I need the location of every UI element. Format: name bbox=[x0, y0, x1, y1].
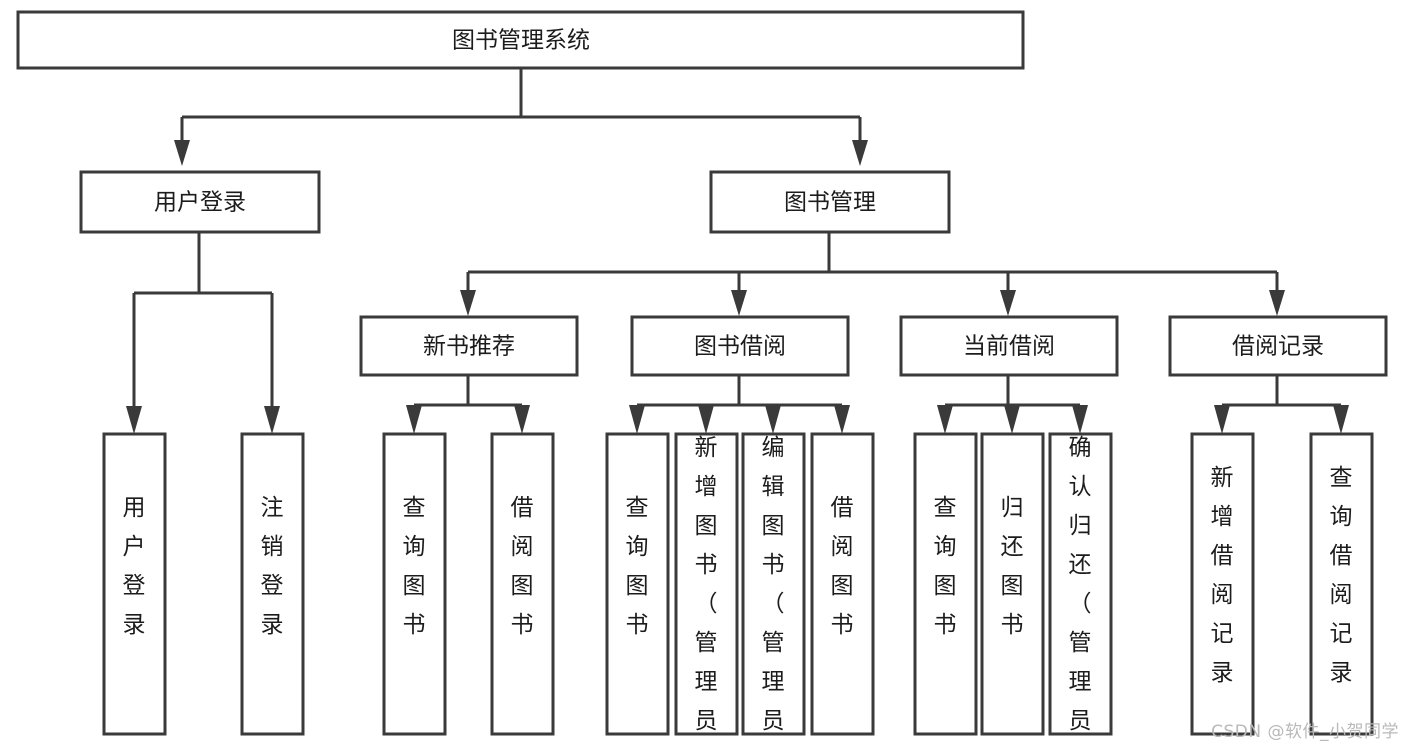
node-root[interactable]: 图书管理系统 bbox=[16, 10, 1025, 70]
arrow-head-user-login bbox=[174, 140, 190, 166]
leaf-cb-return-book-label: 归还图书 bbox=[1001, 495, 1024, 638]
arrow-head-leaf-user-login bbox=[126, 406, 142, 434]
edges-current-borrow-to-leaves bbox=[937, 375, 1088, 434]
leaf-node[interactable]: 借阅图书 bbox=[490, 432, 555, 736]
leaf-user-login-box[interactable] bbox=[102, 432, 167, 736]
leaf-node[interactable]: 新增借阅记录 bbox=[1190, 432, 1255, 736]
node-borrow-record[interactable]: 借阅记录 bbox=[1168, 315, 1388, 377]
node-current-borrow-box[interactable] bbox=[899, 315, 1119, 377]
leaf-bb-add-book-box[interactable] bbox=[674, 432, 739, 736]
arrow-head-cb-leaf-1 bbox=[937, 405, 953, 434]
arrow-head-cb-leaf-3 bbox=[1072, 405, 1088, 434]
leaf-node[interactable]: 查询借阅记录 bbox=[1309, 432, 1374, 736]
leaf-bb-edit-book-box[interactable] bbox=[741, 432, 806, 736]
leaf-node[interactable]: 借阅图书 bbox=[810, 432, 875, 736]
node-user-login-label: 用户登录 bbox=[154, 190, 246, 216]
leaf-br-add-record-label: 新增借阅记录 bbox=[1211, 465, 1234, 686]
leaf-cb-confirm-return-label: 确认归还（管理员） bbox=[1069, 435, 1092, 747]
node-current-borrow-label: 当前借阅 bbox=[963, 334, 1055, 360]
arrow-head-book-manage bbox=[852, 140, 868, 166]
arrow-head-br-leaf-2 bbox=[1333, 405, 1349, 434]
arrow-head-new-book bbox=[460, 290, 476, 316]
node-book-borrow-label: 图书借阅 bbox=[694, 334, 786, 360]
node-borrow-record-box[interactable] bbox=[1168, 315, 1388, 377]
node-user-login[interactable]: 用户登录 bbox=[79, 170, 321, 234]
arrow-head-bb-leaf-3 bbox=[765, 405, 781, 434]
leaf-bb-borrow-book-label: 借阅图书 bbox=[831, 495, 854, 638]
node-user-login-box[interactable] bbox=[79, 170, 321, 234]
leaf-cb-query-book-box[interactable] bbox=[913, 432, 978, 736]
leaf-node[interactable]: 查询图书 bbox=[913, 432, 978, 736]
leaf-bb-add-book-label: 新增图书（管理员） bbox=[695, 435, 718, 747]
leaf-node[interactable]: 用户登录 bbox=[102, 432, 167, 736]
arrow-head-bb-leaf-4 bbox=[834, 405, 850, 434]
leaf-br-add-record-box[interactable] bbox=[1190, 432, 1255, 736]
arrow-head-book-borrow bbox=[731, 290, 747, 316]
node-new-book-recommend-box[interactable] bbox=[359, 315, 579, 377]
node-new-book-recommend[interactable]: 新书推荐 bbox=[359, 315, 579, 377]
leaf-node[interactable]: 确认归还（管理员） bbox=[1048, 432, 1113, 747]
leaf-nb-borrow-book-box[interactable] bbox=[490, 432, 555, 736]
leaf-bb-query-book-label: 查询图书 bbox=[626, 495, 649, 638]
leaf-node[interactable]: 编辑图书（管理员） bbox=[741, 432, 806, 747]
leaf-nb-query-book-label: 查询图书 bbox=[403, 495, 426, 638]
edges-book-borrow-to-leaves bbox=[629, 375, 850, 434]
node-borrow-record-label: 借阅记录 bbox=[1232, 334, 1324, 360]
edges-root-to-level2 bbox=[174, 68, 868, 166]
leaf-cb-return-book-box[interactable] bbox=[980, 432, 1045, 736]
node-new-book-recommend-label: 新书推荐 bbox=[423, 334, 515, 360]
leaf-node[interactable]: 新增图书（管理员） bbox=[674, 432, 739, 747]
leaf-node[interactable]: 查询图书 bbox=[605, 432, 670, 736]
arrow-head-borrow-record bbox=[1269, 290, 1285, 316]
edges-book-manage-to-level3 bbox=[460, 232, 1285, 316]
arrow-head-nb-leaf-1 bbox=[406, 405, 422, 434]
node-book-manage-box[interactable] bbox=[709, 170, 951, 234]
arrow-head-bb-leaf-2 bbox=[698, 405, 714, 434]
leaf-user-login-label: 用户登录 bbox=[123, 495, 146, 638]
arrow-head-bb-leaf-1 bbox=[629, 405, 645, 434]
arrow-head-br-leaf-1 bbox=[1214, 405, 1230, 434]
node-current-borrow[interactable]: 当前借阅 bbox=[899, 315, 1119, 377]
leaf-br-query-record-box[interactable] bbox=[1309, 432, 1374, 736]
arrow-head-cb-leaf-2 bbox=[1004, 405, 1020, 434]
edges-borrow-record-to-leaves bbox=[1214, 375, 1349, 434]
leaf-nb-query-book-box[interactable] bbox=[382, 432, 447, 736]
arrow-head-leaf-logout bbox=[264, 406, 280, 434]
leaf-bb-edit-book-label: 编辑图书（管理员） bbox=[762, 435, 785, 747]
node-root-box[interactable] bbox=[16, 10, 1025, 70]
node-book-borrow-box[interactable] bbox=[630, 315, 850, 377]
leaf-node[interactable]: 查询图书 bbox=[382, 432, 447, 736]
csdn-watermark: CSDN @软件_小贺同学 bbox=[1211, 722, 1399, 742]
edges-new-book-to-leaves bbox=[406, 375, 530, 434]
leaf-logout-label: 注销登录 bbox=[261, 495, 284, 638]
leaf-node[interactable]: 注销登录 bbox=[240, 432, 305, 736]
leaf-logout-box[interactable] bbox=[240, 432, 305, 736]
edges-user-login-to-leaves bbox=[126, 232, 280, 434]
leaf-nb-borrow-book-label: 借阅图书 bbox=[511, 495, 534, 638]
node-book-manage[interactable]: 图书管理 bbox=[709, 170, 951, 234]
leaf-bb-query-book-box[interactable] bbox=[605, 432, 670, 736]
arrow-head-nb-leaf-2 bbox=[514, 405, 530, 434]
node-book-borrow[interactable]: 图书借阅 bbox=[630, 315, 850, 377]
leaf-node[interactable]: 归还图书 bbox=[980, 432, 1045, 736]
leaf-bb-borrow-book-box[interactable] bbox=[810, 432, 875, 736]
arrow-head-current-borrow bbox=[1000, 290, 1016, 316]
leaf-cb-confirm-return-box[interactable] bbox=[1048, 432, 1113, 736]
leaf-br-query-record-label: 查询借阅记录 bbox=[1330, 465, 1353, 686]
node-root-label: 图书管理系统 bbox=[452, 28, 590, 54]
leaf-cb-query-book-label: 查询图书 bbox=[934, 495, 957, 638]
node-book-manage-label: 图书管理 bbox=[784, 190, 876, 216]
